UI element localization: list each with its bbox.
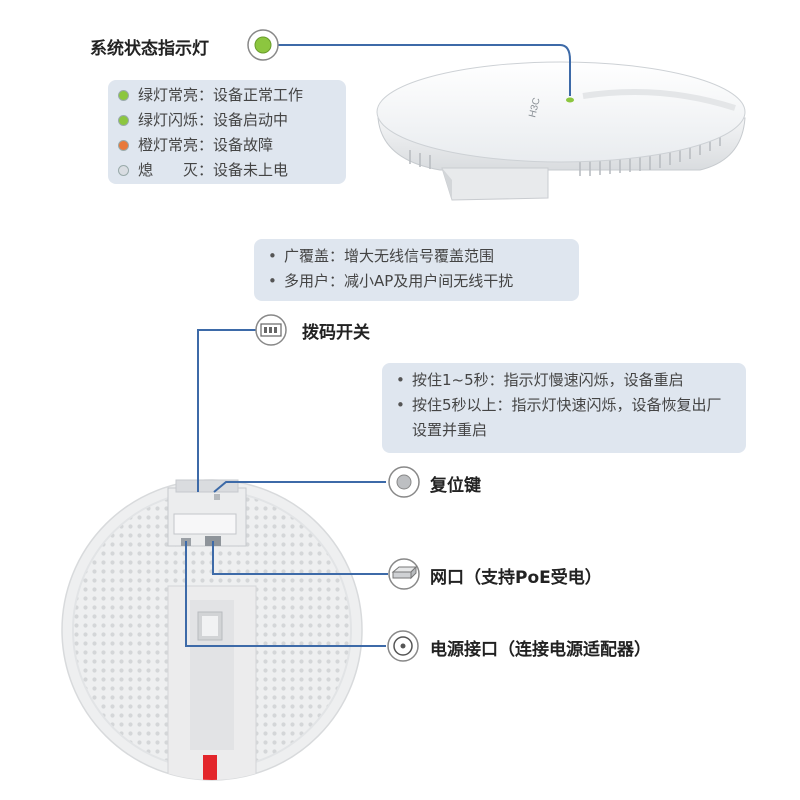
ethernet-switch-icon bbox=[388, 558, 420, 590]
status-led-box: 绿灯常亮：设备正常工作 绿灯闪烁：设备启动中 橙灯常亮：设备故障 熄 灭：设备未… bbox=[108, 80, 346, 184]
reset-info-item: •按住1~5秒：指示灯慢速闪烁，设备重启 bbox=[396, 371, 684, 389]
reset-info-item: • 按住5秒以上：指示灯快速闪烁，设备恢复出厂设置并重启 bbox=[396, 396, 722, 439]
ap-dome bbox=[376, 61, 746, 163]
red-strip bbox=[203, 755, 217, 780]
feature-item: •广覆盖：增大无线信号覆盖范围 bbox=[268, 247, 495, 265]
feature-item: •多用户：减小AP及用户间无线干扰 bbox=[268, 272, 514, 290]
reset-info-box: •按住1~5秒：指示灯慢速闪烁，设备重启 • 按住5秒以上：指示灯快速闪烁，设备… bbox=[382, 363, 746, 453]
ethernet-title: 网口（支持PoE受电） bbox=[430, 568, 602, 588]
leader-lines bbox=[185, 44, 571, 647]
status-led-title: 系统状态指示灯 bbox=[90, 39, 209, 59]
led-orange-dot bbox=[118, 140, 129, 151]
power-title: 电源接口（连接电源适配器） bbox=[430, 640, 651, 660]
dip-switch-title: 拨码开关 bbox=[302, 323, 370, 343]
led-off-dot bbox=[118, 165, 129, 176]
reset-button-icon bbox=[388, 466, 420, 498]
led-green-dot bbox=[118, 115, 129, 126]
leader-line-power bbox=[185, 541, 386, 647]
leader-line-reset bbox=[213, 481, 386, 493]
status-led-item: 橙灯常亮：设备故障 bbox=[118, 133, 346, 158]
status-led-icon bbox=[247, 29, 279, 61]
ap-bottom-view bbox=[61, 479, 363, 781]
power-jack-icon bbox=[387, 630, 419, 662]
dip-switch bbox=[214, 494, 220, 500]
status-led-item: 绿灯闪烁：设备启动中 bbox=[118, 108, 346, 133]
led-green-dot bbox=[118, 90, 129, 101]
features-box: •广覆盖：增大无线信号覆盖范围 •多用户：减小AP及用户间无线干扰 bbox=[254, 239, 579, 301]
leader-line-dip bbox=[197, 329, 256, 492]
status-led-item: 熄 灭：设备未上电 bbox=[118, 158, 346, 183]
reset-title: 复位键 bbox=[430, 476, 481, 496]
ap-mount-bracket bbox=[441, 167, 549, 201]
leader-line-status bbox=[278, 44, 571, 96]
dip-switch-icon bbox=[255, 314, 287, 346]
ap-status-led bbox=[566, 97, 574, 103]
status-led-item: 绿灯常亮：设备正常工作 bbox=[118, 83, 346, 108]
ap-top-view: H3C bbox=[376, 61, 746, 201]
ap-logo: H3C bbox=[527, 97, 543, 119]
leader-line-ethernet bbox=[212, 541, 388, 575]
